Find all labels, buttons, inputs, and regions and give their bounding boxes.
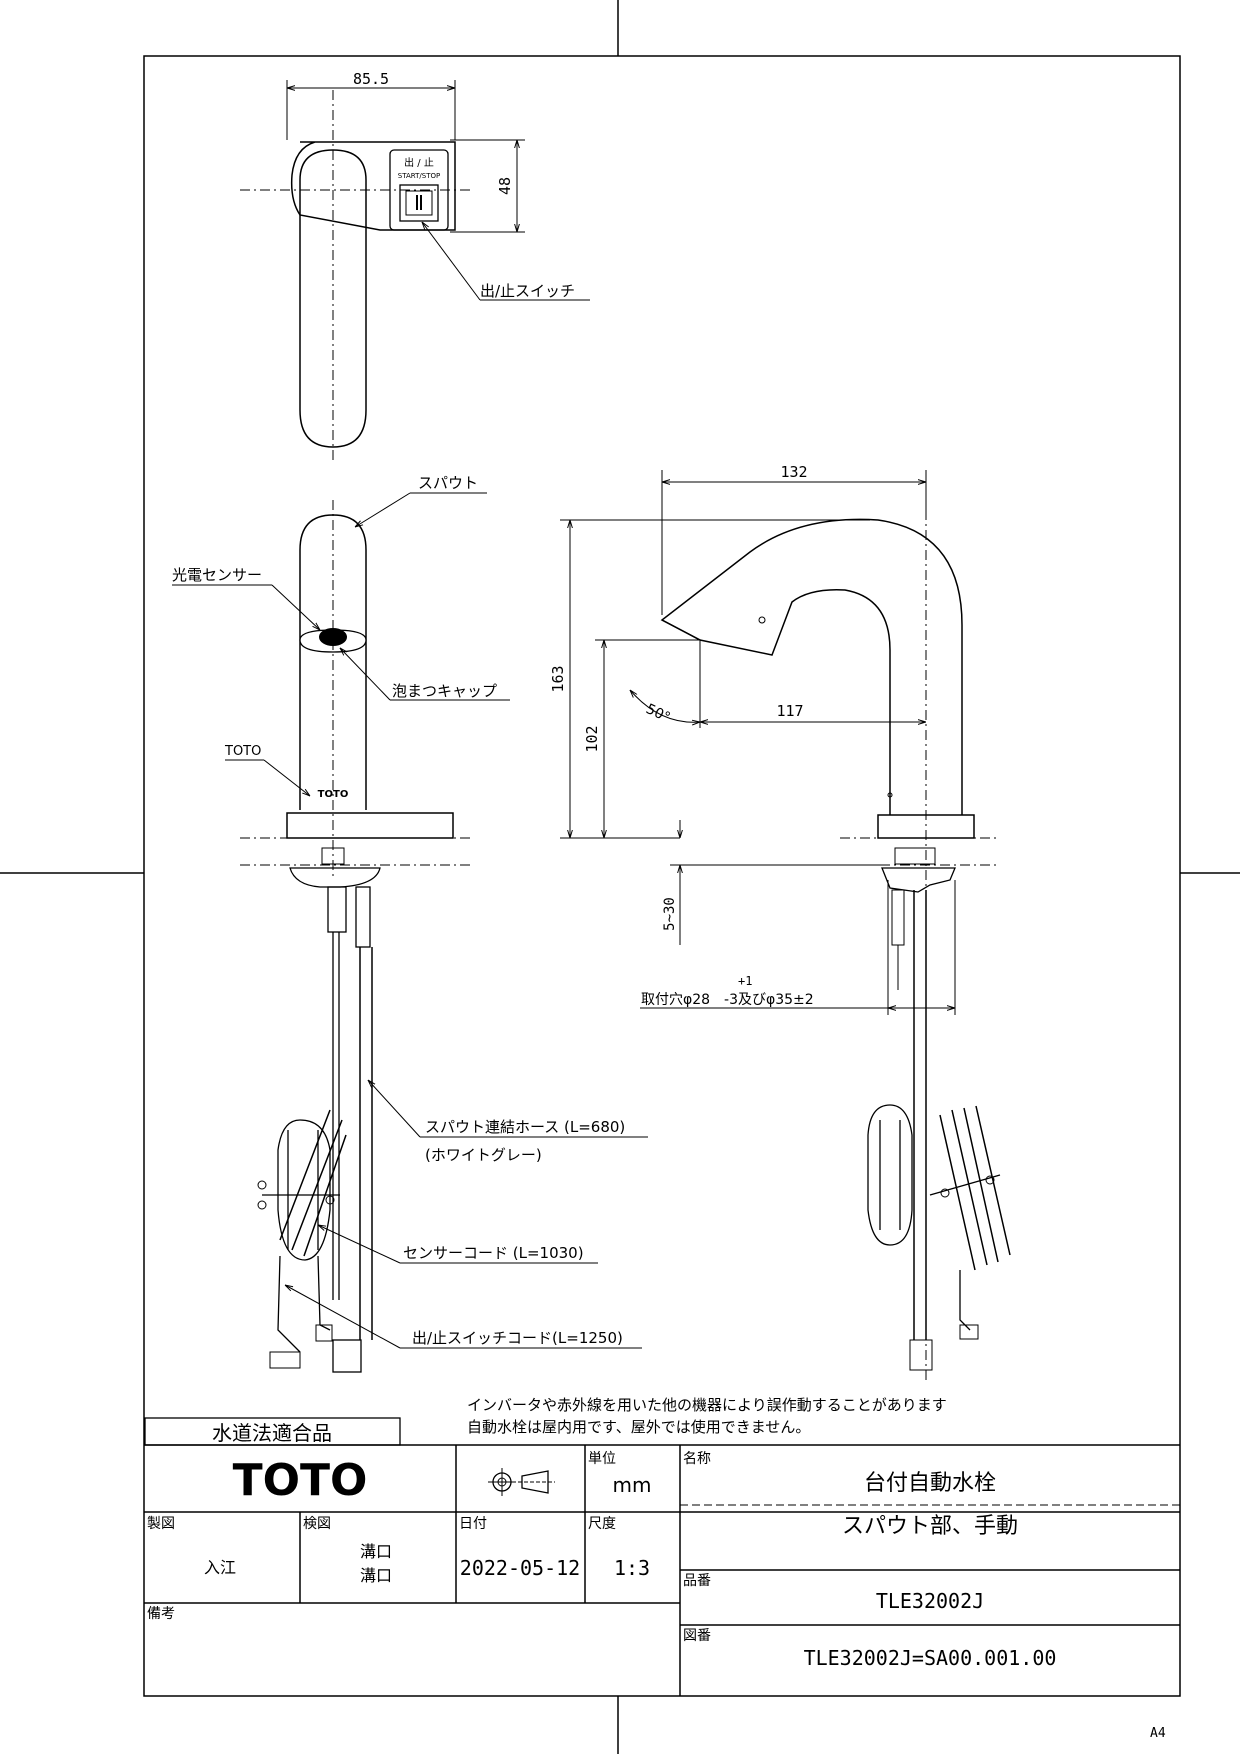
switch-button-subtext: START/STOP <box>398 172 440 180</box>
svg-text:2022-05-12: 2022-05-12 <box>460 1556 580 1580</box>
svg-text:溝口: 溝口 <box>360 1542 392 1561</box>
dim-counter-thickness: 5~30 <box>662 820 880 945</box>
dim-mounting-hole: +1 取付穴φ28 -3及びφ35±2 <box>640 880 956 1015</box>
svg-text:163: 163 <box>549 665 567 692</box>
svg-text:TLE32002J=SA00.001.00: TLE32002J=SA00.001.00 <box>804 1646 1057 1670</box>
svg-text:mm: mm <box>613 1473 652 1497</box>
paper-size: A4 <box>1150 1726 1166 1741</box>
svg-text:1:3: 1:3 <box>614 1556 650 1580</box>
svg-text:台付自動水栓: 台付自動水栓 <box>864 1471 996 1496</box>
svg-text:日付: 日付 <box>459 1516 487 1532</box>
front-view: TOTO <box>240 500 470 1373</box>
svg-text:泡まつキャップ: 泡まつキャップ <box>392 682 497 700</box>
svg-text:光電センサー: 光電センサー <box>172 566 262 584</box>
svg-text:入江: 入江 <box>204 1558 236 1577</box>
svg-text:出/止スイッチ: 出/止スイッチ <box>480 282 575 300</box>
svg-text:名称: 名称 <box>683 1451 711 1467</box>
svg-text:117: 117 <box>776 702 803 720</box>
svg-text:検図: 検図 <box>303 1516 331 1532</box>
svg-text:スパウト連結ホース (L=680): スパウト連結ホース (L=680) <box>425 1118 625 1136</box>
svg-text:50°: 50° <box>643 701 672 726</box>
svg-text:+1: +1 <box>738 974 752 988</box>
svg-text:尺度: 尺度 <box>588 1516 616 1532</box>
switch-button-text: 出 / 止 <box>404 156 434 169</box>
svg-text:スパウト: スパウト <box>418 474 478 492</box>
svg-text:品番: 品番 <box>683 1573 711 1589</box>
svg-text:製図: 製図 <box>147 1516 175 1532</box>
svg-text:48: 48 <box>496 177 514 195</box>
svg-text:85.5: 85.5 <box>353 70 389 88</box>
notes: インバータや赤外線を用いた他の機器により誤作動することがあります 自動水栓は屋内… <box>467 1396 947 1436</box>
svg-text:出/止スイッチコード(L=1250): 出/止スイッチコード(L=1250) <box>412 1329 623 1347</box>
top-view: 出 / 止 START/STOP <box>240 90 470 460</box>
stamp: 水道法適合品 <box>212 1421 332 1445</box>
svg-text:インバータや赤外線を用いた他の機器により誤作動することがあり: インバータや赤外線を用いた他の機器により誤作動することがあります <box>467 1396 947 1414</box>
title-block: 水道法適合品 TOTO 単位 mm 名称 台付自動水栓 スパウト部、手動 製図 … <box>144 1417 1180 1696</box>
svg-text:TOTO: TOTO <box>224 744 261 759</box>
svg-text:5~30: 5~30 <box>662 897 678 931</box>
projection-symbol <box>488 1468 555 1496</box>
svg-text:(ホワイトグレー): (ホワイトグレー) <box>425 1146 542 1164</box>
dim-top-depth: 48 <box>450 139 525 233</box>
dim-height-outlet: 102 <box>583 639 700 838</box>
dim-reach: 132 <box>661 463 927 615</box>
dim-height-total: 163 <box>549 519 870 839</box>
svg-text:単位: 単位 <box>588 1451 616 1467</box>
svg-text:スパウト部、手動: スパウト部、手動 <box>842 1514 1018 1539</box>
svg-text:図番: 図番 <box>683 1628 711 1644</box>
brand-logo: TOTO <box>233 1455 368 1506</box>
svg-text:センサーコード (L=1030): センサーコード (L=1030) <box>403 1244 584 1262</box>
dim-top-width: 85.5 <box>286 70 456 140</box>
svg-text:TLE32002J: TLE32002J <box>876 1589 984 1613</box>
side-view <box>660 470 1011 1380</box>
svg-text:取付穴φ28 -3及びφ35±2: 取付穴φ28 -3及びφ35±2 <box>641 992 814 1008</box>
svg-text:自動水栓は屋内用です、屋外では使用できません。: 自動水栓は屋内用です、屋外では使用できません。 <box>467 1418 810 1436</box>
front-callouts: スパウト 光電センサー 泡まつキャップ TOTO スパウト連結ホース (L=68… <box>172 474 648 1349</box>
svg-text:102: 102 <box>583 725 601 752</box>
svg-text:132: 132 <box>780 463 807 481</box>
dim-angle-and-offset: 50° 117 <box>630 640 926 728</box>
svg-text:備考: 備考 <box>147 1606 175 1622</box>
callout-switch: 出/止スイッチ <box>422 222 590 301</box>
svg-text:溝口: 溝口 <box>360 1566 392 1585</box>
